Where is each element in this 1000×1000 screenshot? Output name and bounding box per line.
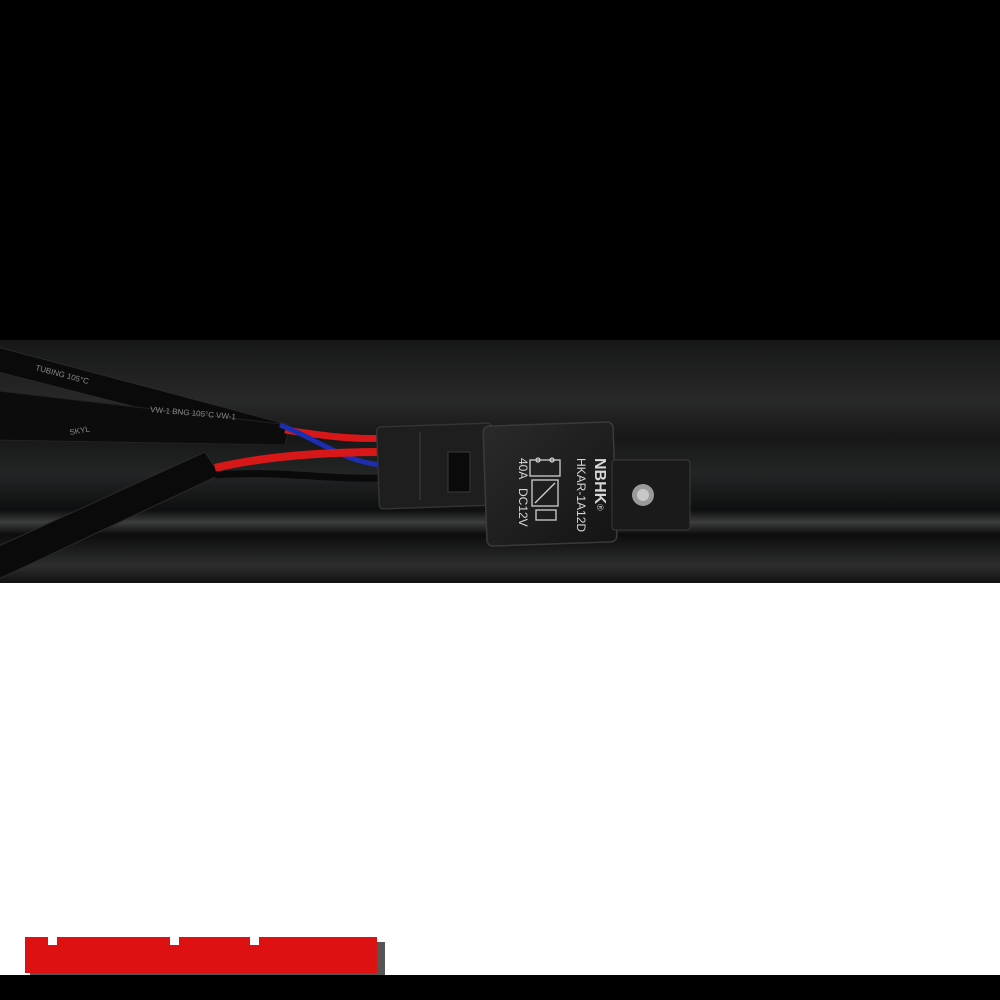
relay: NBHK ® HKAR-1A12D 40A DC12V bbox=[482, 421, 691, 547]
relay-brand: NBHK bbox=[591, 458, 608, 505]
product-photo: TUBING 105°C VW-1 BNG 105°C VW-1 SKYL NB… bbox=[0, 340, 1000, 583]
top-black-background bbox=[0, 0, 1000, 340]
white-background bbox=[0, 583, 1000, 975]
relay-connector bbox=[375, 422, 496, 510]
registered-mark: ® bbox=[595, 504, 605, 511]
redaction-notch bbox=[170, 937, 179, 945]
redaction-notch bbox=[48, 937, 57, 945]
blue-wire bbox=[279, 422, 381, 468]
relay-rating: 40A bbox=[516, 458, 530, 479]
middle-tubing bbox=[0, 390, 291, 446]
bottom-black-strip bbox=[0, 975, 1000, 1000]
relay-model: HKAR-1A12D bbox=[574, 458, 588, 532]
redacted-text-bar bbox=[25, 937, 377, 973]
harness-illustration: TUBING 105°C VW-1 BNG 105°C VW-1 SKYL NB… bbox=[0, 340, 1000, 583]
tubing-print-side: SKYL bbox=[69, 424, 91, 437]
red-wire-2 bbox=[214, 448, 386, 472]
black-wire bbox=[214, 470, 381, 482]
redaction-notch bbox=[250, 937, 259, 945]
relay-schematic-icon bbox=[529, 457, 561, 521]
relay-voltage: DC12V bbox=[516, 488, 530, 527]
